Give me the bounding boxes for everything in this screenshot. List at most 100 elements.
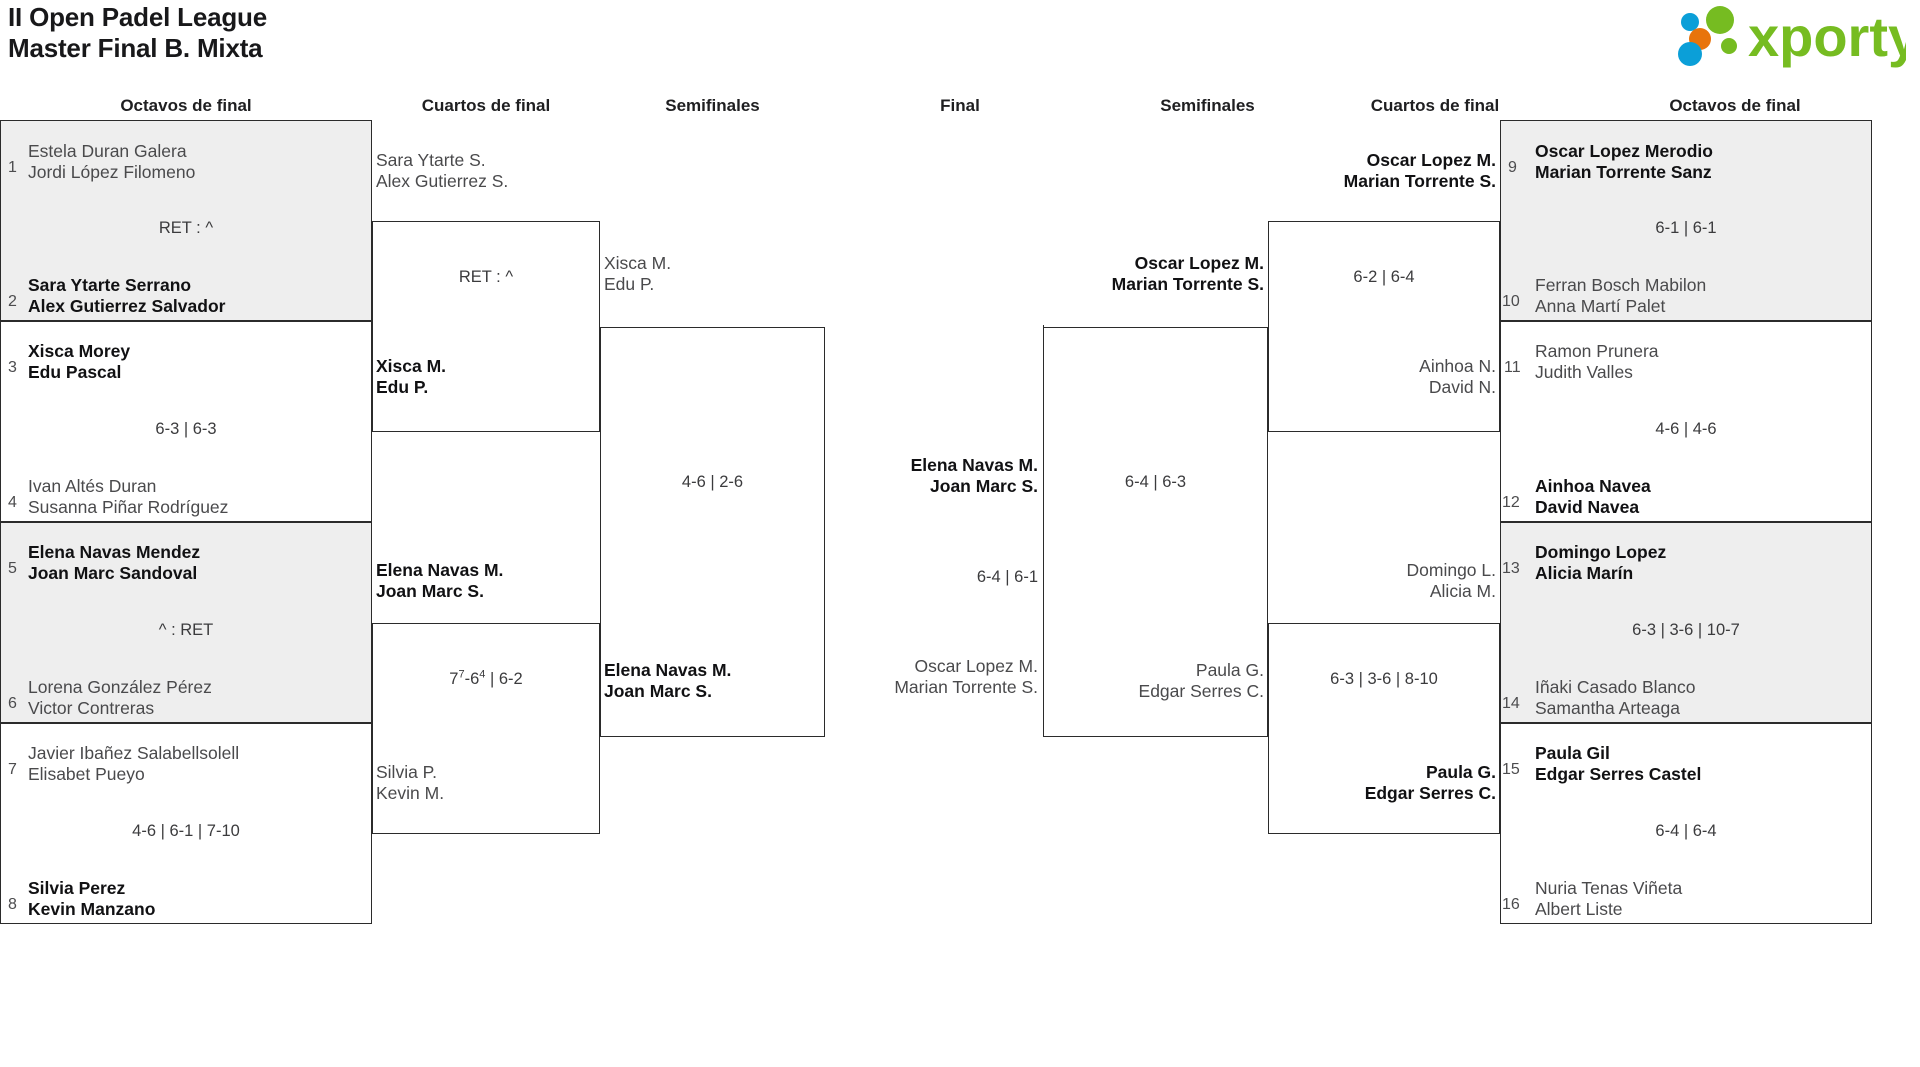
player-line-1: Estela Duran Galera — [28, 141, 187, 161]
team-name: Paula Gil Edgar Serres Castel — [1535, 743, 1701, 785]
match-score: RET : ^ — [158, 219, 214, 237]
seed-number: 5 — [8, 560, 17, 577]
player-line-1: Domingo Lopez — [1535, 542, 1667, 562]
match-score: 6-2 | 6-4 — [1353, 268, 1415, 286]
player-line-2: Alicia M. — [1429, 581, 1496, 601]
seed-number: 12 — [1502, 494, 1520, 511]
team-name: Xisca M. Edu P. — [376, 356, 446, 398]
player-line-1: Ainhoa Navea — [1535, 476, 1651, 496]
match-score: RET : ^ — [458, 268, 514, 286]
left-r16-match-4[interactable] — [0, 723, 372, 924]
match-score: 6-1 | 6-1 — [1655, 219, 1717, 237]
team-name: Silvia P. Kevin M. — [376, 762, 444, 804]
seed-number: 6 — [8, 695, 17, 712]
final-score: 6-4 | 6-1 — [976, 568, 1038, 586]
svg-text:xporty: xporty — [1748, 6, 1906, 68]
player-line-2: Edgar Serres Castel — [1535, 764, 1702, 784]
player-line-1: Elena Navas Mendez — [28, 542, 201, 562]
player-line-2: Edu P. — [604, 274, 655, 294]
seed-number: 14 — [1502, 695, 1520, 712]
right-qf-match-1[interactable] — [1268, 221, 1500, 432]
player-line-1: Paula G. — [1425, 762, 1496, 782]
team-name: Paula G. Edgar Serres C. — [1043, 660, 1264, 702]
right-r16-match-1[interactable] — [1500, 120, 1872, 321]
player-line-2: Kevin Manzano — [28, 899, 156, 919]
team-name: Estela Duran Galera Jordi López Filomeno — [28, 141, 195, 183]
player-line-2: Edu P. — [376, 377, 429, 397]
right-qf-match-2[interactable] — [1268, 623, 1500, 834]
player-line-1: Xisca M. — [604, 253, 672, 273]
round-header-right-qf: Cuartos de final — [1370, 96, 1500, 115]
player-line-2: Alicia Marín — [1535, 563, 1634, 583]
player-line-2: Joan Marc S. — [376, 581, 484, 601]
team-name: Silvia Perez Kevin Manzano — [28, 878, 155, 920]
team-name: Iñaki Casado Blanco Samantha Arteaga — [1535, 677, 1696, 719]
right-r16-match-3[interactable] — [1500, 522, 1872, 723]
round-header-right-sf: Semifinales — [1160, 96, 1255, 115]
player-line-1: Javier Ibañez Salabellsolell — [28, 743, 240, 763]
seed-number: 16 — [1502, 896, 1520, 913]
left-qf-match-1[interactable] — [372, 221, 600, 432]
match-score: 77-64 | 6-2 — [449, 668, 523, 688]
match-score: 6-4 | 6-4 — [1655, 822, 1717, 840]
team-name: Ainhoa Navea David Navea — [1535, 476, 1651, 518]
match-score: ^ : RET — [158, 621, 214, 639]
player-line-1: Lorena González Pérez — [28, 677, 212, 697]
match-score: 6-3 | 3-6 | 10-7 — [1632, 621, 1740, 639]
left-r16-match-1[interactable] — [0, 120, 372, 321]
seed-number: 9 — [1508, 159, 1517, 176]
player-line-1: Sara Ytarte Serrano — [28, 275, 192, 295]
right-sf-match[interactable] — [1043, 327, 1268, 737]
player-line-1: Xisca Morey — [28, 341, 131, 361]
seed-number: 3 — [8, 359, 17, 376]
seed-number: 4 — [8, 494, 17, 511]
player-line-1: Nuria Tenas Viñeta — [1535, 878, 1683, 898]
player-line-1: Sara Ytarte S. — [376, 150, 486, 170]
player-line-2: Joan Marc Sandoval — [28, 563, 198, 583]
round-header-left-sf: Semifinales — [665, 96, 760, 115]
player-line-2: Marian Torrente S. — [894, 677, 1038, 697]
player-line-2: Joan Marc S. — [930, 476, 1038, 496]
team-name-final-runnerup: Oscar Lopez M. Marian Torrente S. — [826, 656, 1038, 698]
player-line-1: Oscar Lopez Merodio — [1535, 141, 1713, 161]
left-r16-match-2[interactable] — [0, 321, 372, 522]
player-line-1: Ivan Altés Duran — [28, 476, 157, 496]
right-r16-match-2[interactable] — [1500, 321, 1872, 522]
right-r16-match-4[interactable] — [1500, 723, 1872, 924]
left-qf-match-2[interactable] — [372, 623, 600, 834]
seed-number: 1 — [8, 159, 17, 176]
player-line-1: Paula G. — [1195, 660, 1264, 680]
seed-number: 2 — [8, 293, 17, 310]
player-line-2: Edgar Serres C. — [1364, 783, 1496, 803]
player-line-1: Ramon Prunera — [1535, 341, 1659, 361]
seed-number: 15 — [1502, 761, 1520, 778]
player-line-1: Elena Navas M. — [376, 560, 504, 580]
player-line-2: Marian Torrente Sanz — [1535, 162, 1712, 182]
team-name: Elena Navas M. Joan Marc S. — [376, 560, 503, 602]
player-line-1: Paula Gil — [1535, 743, 1610, 763]
match-score: 4-6 | 2-6 — [681, 473, 744, 491]
team-name: Nuria Tenas Viñeta Albert Liste — [1535, 878, 1682, 920]
player-line-2: Jordi López Filomeno — [28, 162, 196, 182]
left-sf-match[interactable] — [600, 327, 825, 737]
player-line-1: Silvia P. — [376, 762, 437, 782]
player-line-1: Oscar Lopez M. — [914, 656, 1038, 676]
player-line-2: Anna Martí Palet — [1535, 296, 1666, 316]
xporty-logo[interactable]: xporty — [1668, 6, 1906, 68]
left-r16-match-3[interactable] — [0, 522, 372, 723]
round-header-left-r16: Octavos de final — [120, 96, 252, 115]
player-line-1: Oscar Lopez M. — [1366, 150, 1496, 170]
team-name: Domingo L. Alicia M. — [1272, 560, 1497, 602]
match-score: 4-6 | 6-1 | 7-10 — [132, 822, 240, 840]
team-name: Oscar Lopez Merodio Marian Torrente Sanz — [1535, 141, 1713, 183]
team-name: Xisca M. Edu P. — [604, 253, 671, 295]
player-line-1: Ainhoa N. — [1419, 356, 1496, 376]
tournament-category: Master Final B. Mixta — [8, 32, 263, 63]
match-score: 4-6 | 4-6 — [1655, 420, 1717, 438]
player-line-2: Marian Torrente S. — [1343, 171, 1496, 191]
player-line-2: Victor Contreras — [28, 698, 155, 718]
team-name: Xisca Morey Edu Pascal — [28, 341, 130, 383]
player-line-1: Silvia Perez — [28, 878, 126, 898]
team-name: Elena Navas Mendez Joan Marc Sandoval — [28, 542, 200, 584]
